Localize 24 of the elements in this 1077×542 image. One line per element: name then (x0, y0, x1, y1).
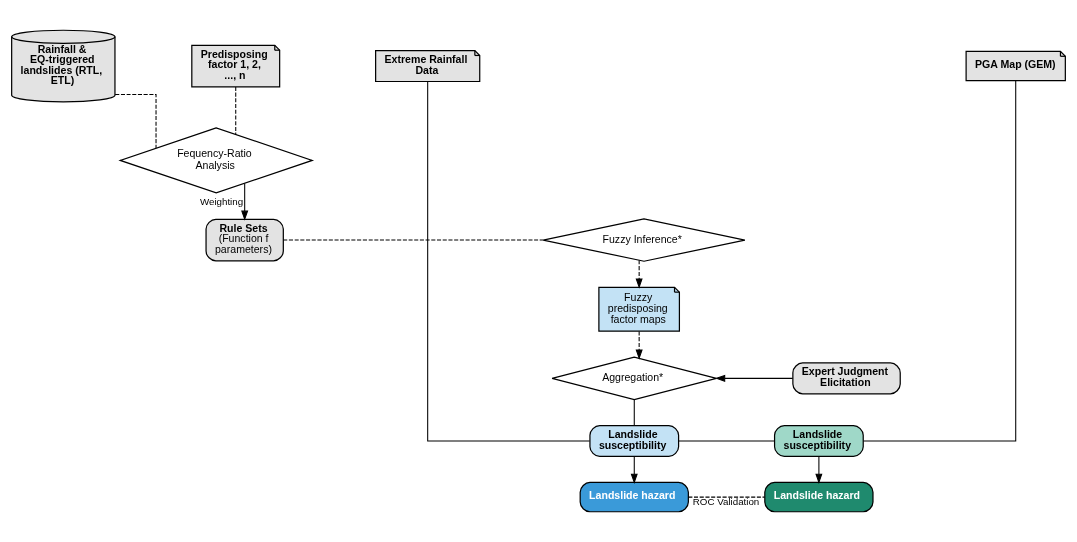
connector (633, 399, 635, 426)
connector (282, 239, 544, 241)
node-diamond: Fuzzy Inference* (542, 218, 746, 262)
node-box: Rule Sets (Function f parameters) (205, 218, 284, 262)
node-box: Landslide hazard (579, 481, 689, 513)
node-box: Landslide susceptibility (773, 424, 864, 458)
connector (687, 496, 766, 498)
node-diamond: Fequency-Ratio Analysis (118, 127, 315, 194)
node-diamond: Aggregation* (551, 356, 718, 401)
edge-label: Weighting (199, 196, 244, 208)
connector (678, 440, 776, 442)
connector (427, 81, 591, 442)
node-box: Landslide susceptibility (589, 424, 680, 458)
node-box: Landslide hazard (764, 481, 874, 513)
edge-label: ROC Validation (692, 495, 760, 507)
arrow (241, 182, 249, 221)
arrow (635, 259, 643, 289)
connector (235, 86, 237, 135)
connector (862, 80, 1017, 442)
arrow (714, 374, 794, 382)
node-box: Expert Judgment Elicitation (792, 362, 901, 395)
arrow (635, 330, 643, 360)
arrow (815, 456, 823, 484)
connector (114, 94, 157, 149)
